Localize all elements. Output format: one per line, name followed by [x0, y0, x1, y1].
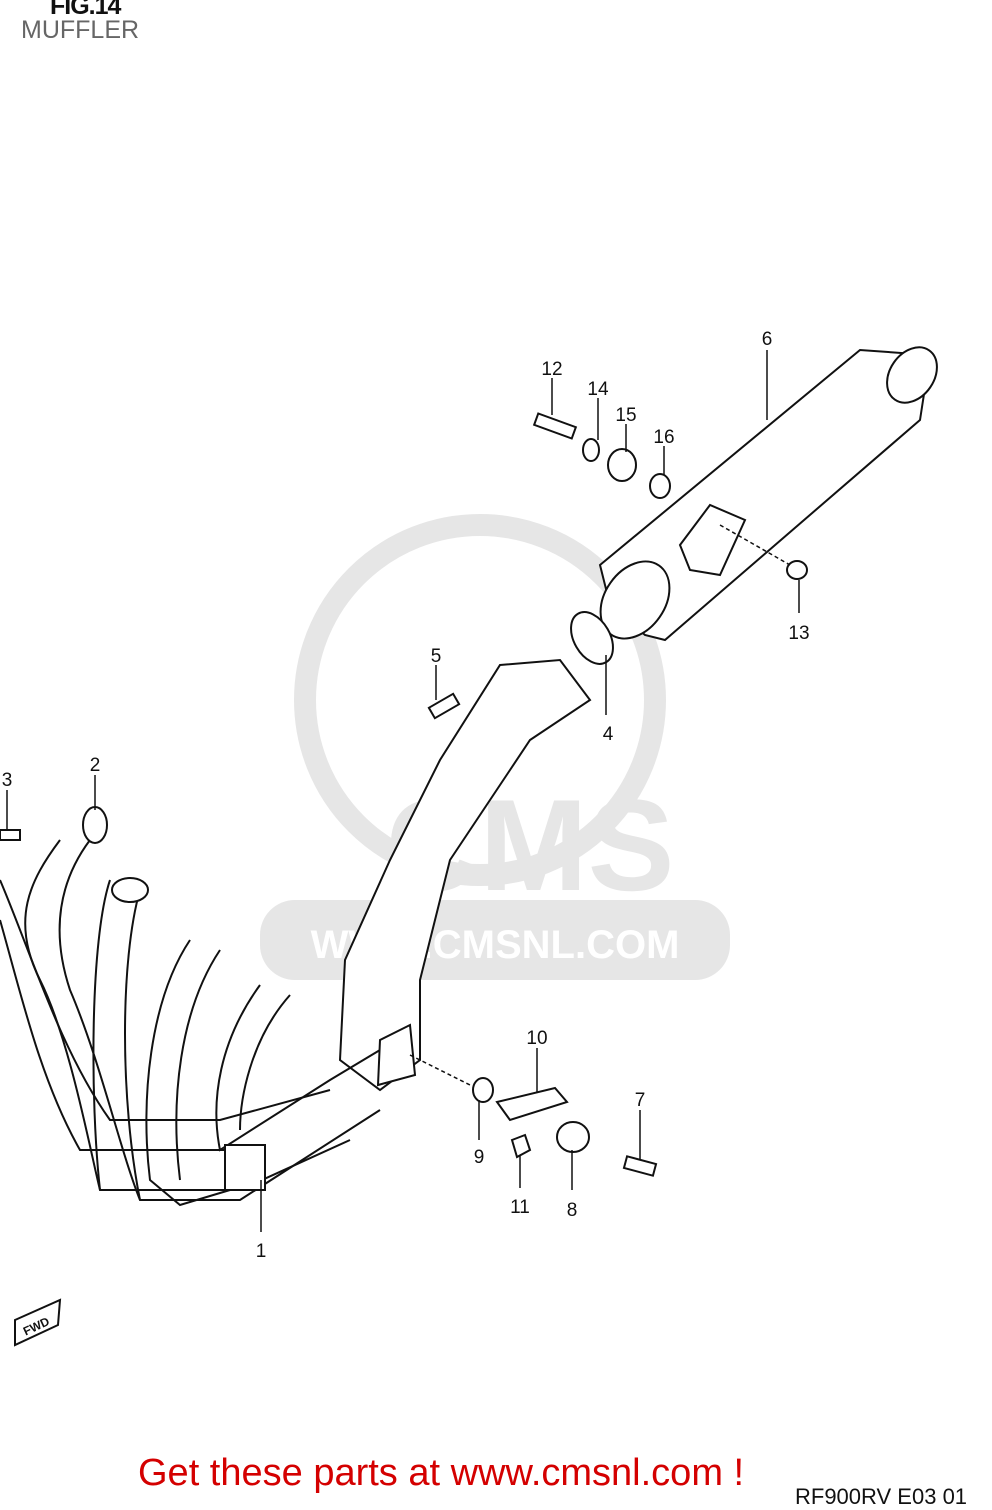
callout-12[interactable]: 12 [541, 359, 562, 380]
callouts: 1 2 3 4 5 6 7 8 9 10 11 12 13 14 15 16 [2, 329, 810, 1262]
fwd-arrow-icon [14, 1298, 62, 1347]
callout-6[interactable]: 6 [762, 329, 773, 350]
part-exhaust-header[interactable] [0, 839, 381, 1207]
callout-11[interactable]: 11 [510, 1197, 530, 1218]
part-muffler[interactable] [586, 338, 947, 652]
figure-title: MUFFLER [21, 16, 140, 44]
callout-7[interactable]: 7 [635, 1090, 646, 1111]
callout-9[interactable]: 9 [474, 1147, 485, 1168]
diagram-code: RF900RV E03 01 [795, 1484, 968, 1509]
callout-10[interactable]: 10 [526, 1028, 547, 1049]
callout-16[interactable]: 16 [653, 427, 674, 448]
callout-13[interactable]: 13 [788, 623, 809, 644]
leader-lines [6, 350, 800, 1232]
part-small-hardware[interactable] [0, 412, 808, 1347]
callout-5[interactable]: 5 [431, 646, 442, 667]
part-mid-pipe[interactable] [338, 658, 592, 1092]
figure-number: FIG.14 [50, 0, 121, 20]
callout-2[interactable]: 2 [90, 755, 101, 776]
cta-link[interactable]: Get these parts at www.cmsnl.com ! [138, 1452, 745, 1494]
callout-4[interactable]: 4 [603, 724, 614, 745]
callout-8[interactable]: 8 [567, 1200, 578, 1221]
callout-15[interactable]: 15 [615, 405, 636, 426]
callout-1[interactable]: 1 [256, 1241, 267, 1262]
callout-14[interactable]: 14 [587, 379, 609, 400]
callout-3[interactable]: 3 [2, 770, 13, 791]
